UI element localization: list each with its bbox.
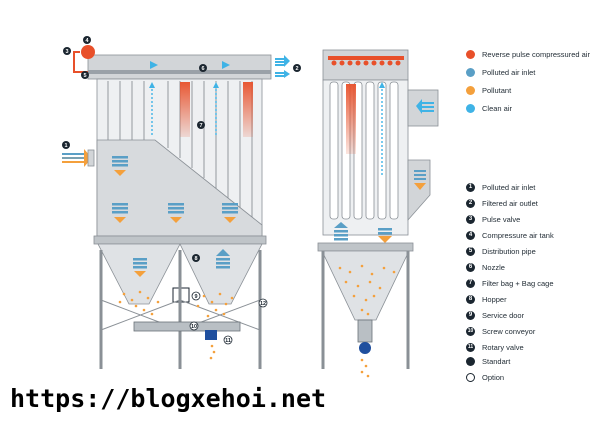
side-view — [317, 49, 439, 378]
svg-text:5: 5 — [83, 73, 86, 79]
part-number-badge: 9 — [466, 311, 475, 320]
legend-swatch-reverse-pulse — [466, 50, 475, 59]
part-number-badge: 10 — [466, 327, 475, 336]
distribution-pipe — [88, 70, 271, 74]
svg-text:9: 9 — [194, 294, 197, 300]
part-number-badge: 4 — [466, 231, 475, 240]
watermark-url: https://blogxehoi.net — [10, 384, 327, 413]
pollutant-particles-front — [118, 290, 234, 360]
part-label: Screw conveyor — [482, 327, 536, 336]
part-label: Hopper — [482, 295, 507, 304]
front-view: 1 2 3 4 5 6 7 8 9 10 11 12 — [62, 36, 301, 369]
legend-label-clean-air: Clean air — [482, 104, 513, 113]
svg-text:8: 8 — [194, 256, 197, 262]
svg-text:3: 3 — [65, 49, 68, 55]
part-number-badge: 7 — [466, 279, 475, 288]
outlet-arrow — [275, 55, 290, 78]
part-label: Filtered air outlet — [482, 199, 538, 208]
svg-text:2: 2 — [295, 66, 298, 72]
front-top-header — [87, 54, 272, 80]
hopper-right — [179, 243, 263, 305]
pulse-jet-left — [180, 82, 190, 137]
compressed-air-tank — [81, 45, 95, 59]
flow-arrows-front — [112, 156, 238, 277]
legend-swatch-polluted-air — [466, 68, 475, 77]
pollutant-particles-side — [338, 264, 396, 378]
support-legs — [99, 250, 262, 369]
part-label: Service door — [482, 311, 525, 320]
front-bottom-band — [93, 235, 267, 245]
svg-text:7: 7 — [199, 123, 202, 129]
standard-mark-label: Standart — [482, 357, 511, 366]
part-number-badge: 11 — [466, 343, 475, 352]
part-number-badge: 3 — [466, 215, 475, 224]
side-inlet-duct — [407, 159, 431, 222]
standard-mark-icon — [466, 357, 475, 366]
svg-text:10: 10 — [191, 324, 197, 330]
callout-badges-front: 1 2 3 4 5 6 7 8 9 10 11 12 — [62, 36, 301, 345]
legend-label-pollutant: Pollutant — [482, 86, 512, 95]
legend-label-reverse-pulse: Reverse pulse compressured air — [482, 50, 590, 59]
side-hopper — [321, 250, 410, 321]
part-label: Filter bag + Bag cage — [482, 279, 554, 288]
part-label: Distribution pipe — [482, 247, 536, 256]
side-pulse-jet — [346, 84, 356, 154]
side-screw-outlet — [357, 319, 373, 343]
option-mark-icon — [466, 373, 475, 382]
pulse-valve-pipe — [73, 51, 88, 73]
part-number-badge: 1 — [466, 183, 475, 192]
part-number-badge: 5 — [466, 247, 475, 256]
svg-text:11: 11 — [225, 338, 231, 344]
part-label: Rotary valve — [482, 343, 524, 352]
part-number-badge: 2 — [466, 199, 475, 208]
pulse-jet-right — [243, 82, 253, 137]
part-number-badge: 6 — [466, 263, 475, 272]
option-mark-label: Option — [482, 373, 505, 382]
part-number-badge: 8 — [466, 295, 475, 304]
inlet-arrow — [62, 149, 95, 167]
part-label: Pulse valve — [482, 215, 521, 224]
side-rotary-valve — [359, 342, 371, 354]
side-nozzles — [328, 56, 404, 66]
rotary-valve — [205, 330, 217, 340]
legend-swatch-pollutant — [466, 86, 475, 95]
part-label: Nozzle — [482, 263, 505, 272]
clean-air-flows — [151, 86, 217, 135]
legend-swatch-clean-air — [466, 104, 475, 113]
svg-text:6: 6 — [201, 66, 204, 72]
inlet-baffle — [96, 139, 263, 237]
svg-text:4: 4 — [85, 38, 89, 44]
part-label: Compressure air tank — [482, 231, 554, 240]
side-bottom-band — [317, 242, 414, 252]
legend-label-polluted-air: Polluted air inlet — [482, 68, 536, 77]
screw-conveyor — [133, 321, 241, 332]
svg-text:12: 12 — [260, 301, 266, 307]
svg-text:1: 1 — [64, 143, 67, 149]
part-label: Polluted air inlet — [482, 183, 536, 192]
